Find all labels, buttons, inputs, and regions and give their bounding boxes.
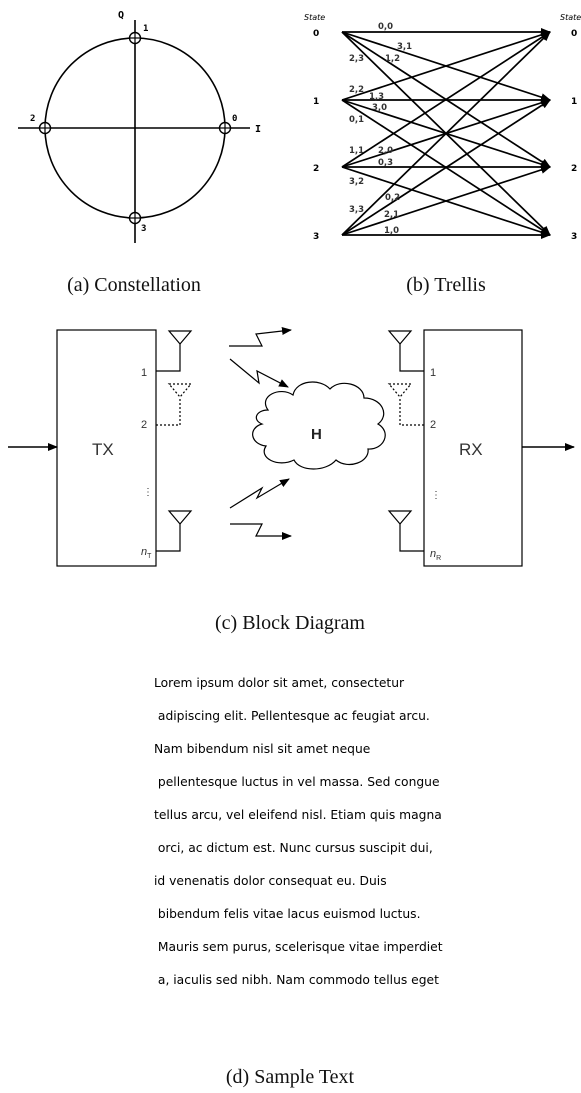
branch-label: 3,0 xyxy=(372,103,387,113)
branch-label: 2,3 xyxy=(349,54,364,64)
point-label-1: 1 xyxy=(143,24,148,34)
i-axis-label: I xyxy=(255,124,261,135)
state-right-0: 0 xyxy=(571,29,577,39)
sample-text-line: id venenatis dolor consequat eu. Duis xyxy=(154,874,387,888)
state-right-3: 3 xyxy=(571,232,577,242)
rx-antenna-n xyxy=(387,510,424,552)
branch-label: 1,2 xyxy=(385,54,400,64)
caption-constellation: (a) Constellation xyxy=(67,274,201,296)
branch-label: 1,1 xyxy=(349,146,364,156)
sample-text-line: bibendum felis vitae lacus euismod luctu… xyxy=(154,907,421,921)
branch-label: 2,1 xyxy=(384,210,399,220)
state-header-left: State xyxy=(304,13,325,22)
sample-text-line: pellentesque luctus in vel massa. Sed co… xyxy=(154,775,440,789)
sample-text-line: a, iaculis sed nibh. Nam commodo tellus … xyxy=(154,973,439,987)
sample-text-line: Mauris sem purus, scelerisque vitae impe… xyxy=(154,940,443,954)
tx-label: TX xyxy=(92,440,114,459)
rx-antenna-1 xyxy=(387,330,424,372)
state-left-2: 2 xyxy=(313,164,319,174)
state-left-0: 0 xyxy=(313,29,319,39)
constellation-point-3 xyxy=(128,211,142,225)
tx-antenna-1 xyxy=(156,330,193,372)
branch-label: 2,2 xyxy=(349,85,364,95)
point-label-0: 0 xyxy=(232,114,237,124)
tx-antenna-count: nT xyxy=(141,546,152,560)
trellis-branches xyxy=(341,28,551,239)
branch-label: 1,0 xyxy=(384,226,399,236)
point-label-2: 2 xyxy=(30,114,35,124)
state-right-1: 1 xyxy=(571,97,577,107)
constellation-point-1 xyxy=(128,31,142,45)
tx-antenna-n xyxy=(156,510,193,552)
rx-block xyxy=(423,329,523,567)
rx-antenna-2 xyxy=(387,383,424,426)
sample-text-line: Nam bibendum nisl sit amet neque xyxy=(154,742,371,756)
branch-label: 3,3 xyxy=(349,205,364,215)
block-diagram xyxy=(8,327,575,567)
tx-antenna-label-2: 2 xyxy=(141,419,147,431)
state-left-3: 3 xyxy=(313,232,319,242)
caption-block-diagram: (c) Block Diagram xyxy=(215,612,365,634)
branch-label: 0,3 xyxy=(378,158,393,168)
branch-label: 3,2 xyxy=(349,177,364,187)
trellis-diagram: State State 0 1 2 3 0 1 2 3 xyxy=(304,13,581,242)
state-header-right: State xyxy=(560,13,581,22)
branch-label: 0,1 xyxy=(349,115,364,125)
constellation-point-0 xyxy=(218,121,232,135)
branch-label: 0,0 xyxy=(378,22,393,32)
rx-antenna-label-2: 2 xyxy=(430,419,436,431)
branch-label: 1,3 xyxy=(369,92,384,102)
sample-text-line: tellus arcu, vel eleifend nisl. Etiam qu… xyxy=(154,808,442,822)
branch-label: 2,0 xyxy=(378,146,393,156)
branch-label: 0,2 xyxy=(385,193,400,203)
channel-cloud xyxy=(252,381,386,470)
constellation-diagram: Q I 1 2 0 3 xyxy=(18,10,261,243)
sample-text-line: orci, ac dictum est. Nunc cursus suscipi… xyxy=(154,841,433,855)
rx-antenna-label-1: 1 xyxy=(430,367,436,379)
q-axis-label: Q xyxy=(118,10,124,21)
constellation-point-2 xyxy=(38,121,52,135)
branch-label: 3,1 xyxy=(397,42,412,52)
tx-antenna-label-1: 1 xyxy=(141,367,147,379)
rx-label: RX xyxy=(459,440,483,459)
rx-antenna-count: nR xyxy=(430,548,441,562)
tx-antenna-2 xyxy=(156,383,193,426)
rx-antenna-dots: ⋮ xyxy=(431,490,441,501)
trellis-branch-labels: 0,0 3,1 2,3 1,2 2,2 1,3 3,0 0,1 1,1 2,0 … xyxy=(349,22,412,236)
caption-trellis: (b) Trellis xyxy=(406,274,486,296)
sample-text-line: adipiscing elit. Pellentesque ac feugiat… xyxy=(154,709,430,723)
state-left-1: 1 xyxy=(313,97,319,107)
sample-text-line: Lorem ipsum dolor sit amet, consectetur xyxy=(154,676,405,690)
channel-label: H xyxy=(311,426,322,443)
caption-sample-text: (d) Sample Text xyxy=(225,1066,355,1088)
state-right-2: 2 xyxy=(571,164,577,174)
tx-antenna-dots: ⋮ xyxy=(143,487,153,498)
block-diagram-labels: TX RX H 1 2 ⋮ 1 2 ⋮ nT nR xyxy=(92,367,483,562)
point-label-3: 3 xyxy=(141,224,146,234)
signal-arrows xyxy=(229,327,292,540)
tx-block xyxy=(56,329,157,567)
